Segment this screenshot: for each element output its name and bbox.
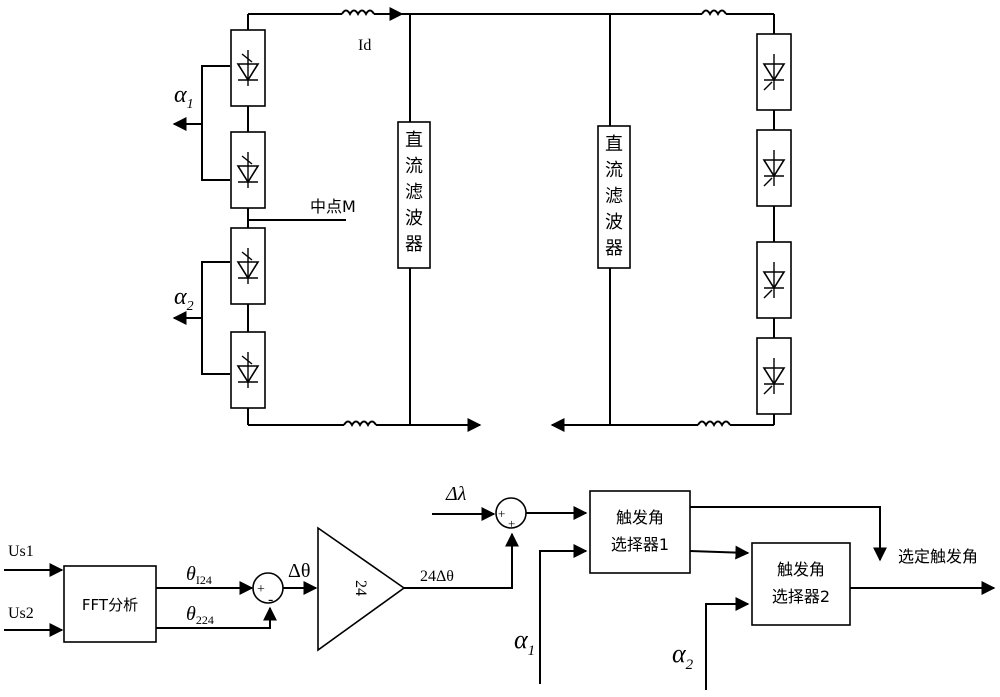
filter-left-char: 波 — [405, 208, 423, 229]
current-label: Id — [358, 37, 371, 54]
selector1-line2: 选择器1 — [611, 535, 669, 554]
smoothing-reactor-top-right — [701, 9, 727, 17]
thyristor-valve-1 — [230, 29, 266, 107]
filter-right-char: 器 — [605, 238, 623, 259]
fft-analysis-block — [63, 565, 157, 643]
smoothing-reactor-bottom-left — [343, 420, 377, 428]
gain-block-24 — [317, 526, 406, 652]
alpha1-label-circuit: α1 — [174, 82, 194, 112]
fft-analysis-label: FFT分析 — [82, 596, 138, 614]
plus-sign-2a: + — [498, 506, 505, 521]
theta-224-label: θ224 — [186, 603, 214, 627]
dc-filter-right — [597, 125, 631, 269]
thyristor-valve-6 — [756, 129, 792, 207]
smoothing-reactor-top-left — [341, 9, 375, 17]
filter-right-char: 流 — [605, 160, 623, 181]
filter-left-char: 滤 — [405, 182, 423, 203]
alpha2-label-circuit: α2 — [174, 284, 194, 314]
filter-left-char: 流 — [405, 156, 423, 177]
thyristor-valve-8 — [756, 337, 792, 415]
selector2-line2: 选择器2 — [772, 587, 830, 606]
dc-filter-left — [397, 121, 431, 269]
thyristor-valve-2 — [230, 131, 266, 209]
thyristor-valve-4 — [230, 331, 266, 409]
plus-sign-1: + — [257, 582, 265, 597]
alpha1-label-control: α1 — [514, 625, 535, 659]
filter-right-char: 波 — [605, 212, 623, 233]
delta-lambda-label: Δλ — [445, 483, 467, 505]
filter-right-char: 直 — [605, 134, 623, 155]
control-diagram — [4, 490, 996, 690]
trigger-angle-selector-2 — [751, 542, 851, 626]
selector2-line1: 触发角 — [777, 560, 825, 579]
selector1-line1: 触发角 — [616, 508, 664, 527]
theta-i24-label: θI24 — [186, 563, 212, 587]
plus-sign-2b: + — [508, 516, 515, 531]
output-label: 选定触发角 — [898, 547, 978, 566]
smoothing-reactor-bottom-right — [697, 420, 731, 428]
midpoint-label: 中点M — [310, 197, 356, 216]
gain-value-label: 24 — [352, 580, 369, 596]
filter-left-char: 直 — [405, 130, 423, 151]
minus-sign-1: - — [268, 591, 273, 608]
input-us2-label: Us2 — [8, 605, 34, 622]
thyristor-valve-3 — [230, 227, 266, 305]
dc-filter-right-label: 直 流 滤 波 器 — [605, 134, 623, 259]
dc-filter-left-label: 直 流 滤 波 器 — [405, 130, 423, 255]
delta-theta-label: Δθ — [288, 560, 310, 582]
trigger-angle-selector-1 — [589, 490, 691, 574]
power-circuit — [172, 7, 792, 432]
gain-output-label: 24Δθ — [420, 568, 454, 585]
filter-left-char: 器 — [405, 234, 423, 255]
alpha2-label-control: α2 — [672, 639, 694, 673]
filter-right-char: 滤 — [605, 186, 623, 207]
thyristor-valve-5 — [756, 33, 792, 111]
input-us1-label: Us1 — [8, 543, 34, 560]
thyristor-valve-7 — [756, 241, 792, 319]
